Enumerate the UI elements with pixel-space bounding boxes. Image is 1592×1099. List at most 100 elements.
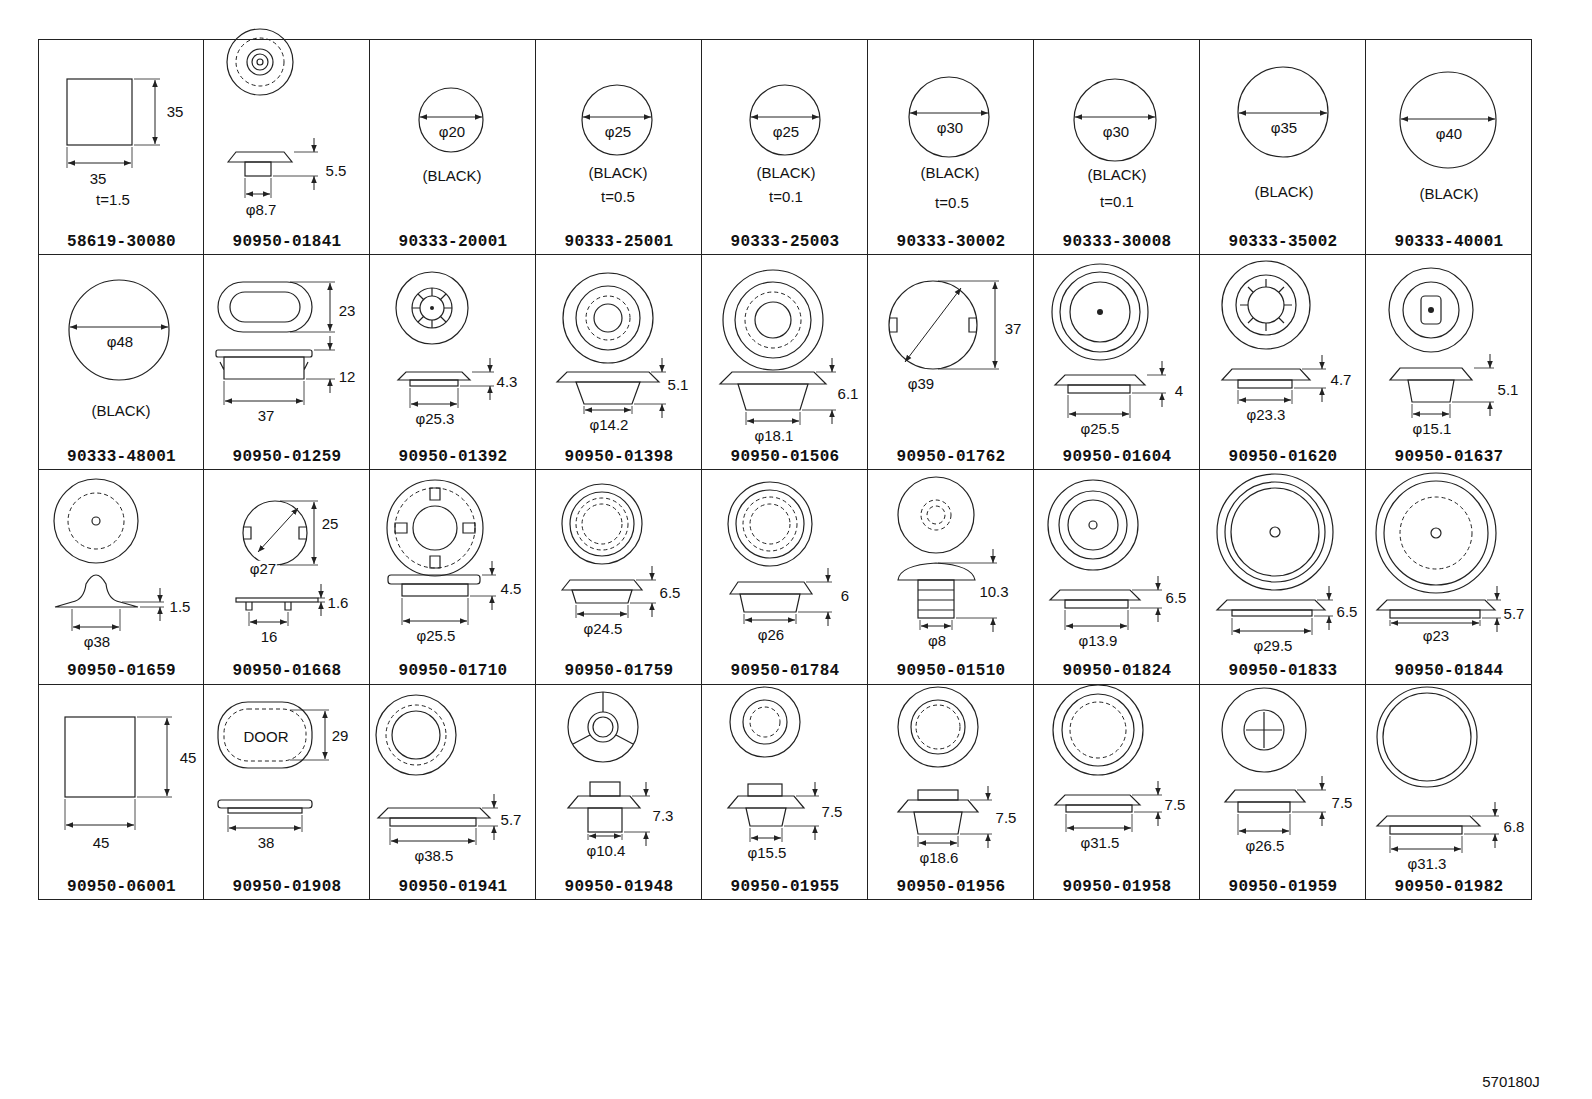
part-number: 90950-01956 <box>896 879 1007 897</box>
grommet-drawing-part <box>236 38 284 86</box>
table-cell: 5.7φ2390950-01844 <box>1365 469 1532 685</box>
push-plug-drawing-part <box>898 563 975 580</box>
grommet-drawing-part <box>403 621 467 622</box>
dimension-label: φ13.9 <box>1078 633 1119 650</box>
dimension-label: 38 <box>257 835 276 852</box>
oval-grommet-drawing-part <box>330 283 331 331</box>
grommet-drawing-part <box>1158 781 1159 795</box>
table-cell: 4.7φ23.390950-01620 <box>1199 254 1366 470</box>
dimension-label: 6.5 <box>659 585 682 602</box>
grommet-drawing-part <box>386 705 446 765</box>
clip-plug-drawing-part <box>905 288 961 362</box>
grommet-drawing-part <box>832 410 833 424</box>
grommet-drawing-part <box>390 808 498 845</box>
push-plug-drawing-part <box>898 477 974 553</box>
grommet-drawing <box>1053 685 1162 832</box>
dimension-label: 4.7 <box>1330 372 1353 389</box>
part-number: 90333-40001 <box>1394 234 1505 252</box>
oval-grommet-drawing-part <box>224 350 335 405</box>
table-cell: 7.5φ18.690950-01956 <box>867 684 1034 900</box>
dimension-label: (BLACK) <box>919 165 980 182</box>
push-plug-drawing-part <box>921 626 951 627</box>
table-cell: 7.5φ15.590950-01955 <box>701 684 868 900</box>
grommet-drawing-part <box>918 800 992 847</box>
grommet-drawing-part <box>492 596 493 610</box>
grommet-drawing-part <box>1158 812 1159 826</box>
dimension-label: 4 <box>1174 383 1184 400</box>
grommet-drawing-part <box>1069 414 1129 415</box>
grommet-drawing-part <box>1222 261 1310 349</box>
grommet-drawing-part <box>257 59 263 65</box>
grommet-drawing-part <box>563 273 653 363</box>
grommet-drawing-part <box>828 612 829 626</box>
part-number: 90950-01784 <box>730 663 841 681</box>
grommet-drawing <box>1052 264 1166 418</box>
grommet-drawing-part <box>1384 481 1488 585</box>
grommet-drawing <box>1222 261 1326 404</box>
grommet-drawing-part <box>1270 527 1280 537</box>
clip-plug-drawing-part <box>995 282 996 368</box>
grommet-drawing-part <box>743 497 797 551</box>
dimension-label: φ14.2 <box>589 417 630 434</box>
grommet-drawing-part <box>1413 414 1449 415</box>
dimension-label: φ8 <box>927 633 947 650</box>
grommet-drawing <box>898 687 992 848</box>
grommet-drawing-part <box>1377 600 1495 610</box>
dimension-label: 29 <box>331 728 350 745</box>
grommet-drawing-part <box>1225 790 1305 802</box>
grommet-drawing-part <box>1070 282 1130 342</box>
grommet-drawing-part <box>1068 375 1166 418</box>
grommet-drawing-part <box>1490 402 1491 416</box>
grommet-drawing-part <box>1225 482 1325 582</box>
grommet-drawing-part <box>245 152 318 198</box>
grommet-drawing-part <box>1097 309 1103 315</box>
table-cell: 454590950-06001 <box>38 684 204 900</box>
grommet-drawing-part <box>652 566 653 580</box>
grommet-drawing-part <box>1062 694 1134 766</box>
grommet-drawing-part <box>1048 480 1138 570</box>
grommet-drawing-part <box>898 800 978 812</box>
grommet-drawing <box>1217 474 1333 635</box>
part-number: 90950-01398 <box>564 449 675 467</box>
dimension-label: 35 <box>89 171 108 188</box>
grommet-drawing-part <box>898 687 978 767</box>
grommet-drawing-part <box>743 700 787 744</box>
dimension-label: φ25.5 <box>1080 421 1121 438</box>
clip-plug-drawing-part <box>321 602 322 616</box>
grommet-drawing-part <box>494 826 495 840</box>
table-cell: 4 φ25.5 90950-01604 <box>1033 254 1200 470</box>
part-number: 90950-01668 <box>232 663 343 681</box>
clip-plug-drawing <box>889 281 999 369</box>
grommet-drawing-part <box>1231 488 1319 576</box>
grommet-drawing-part <box>1162 361 1163 375</box>
dimension-label: φ25 <box>604 124 632 141</box>
grommet-drawing-part <box>572 590 632 603</box>
seal-disc-drawing-part <box>70 327 168 328</box>
dimension-label: φ24.5 <box>583 621 624 638</box>
part-number: 90950-01604 <box>1062 449 1173 467</box>
grommet-drawing-part <box>395 488 475 568</box>
dimension-label: φ10.4 <box>586 843 627 860</box>
table-cell: 6.1φ18.190950-01506 <box>701 254 868 470</box>
grommet-drawing-part <box>570 492 634 556</box>
part-number: 90950-01955 <box>730 879 841 897</box>
grommet-drawing-part <box>1222 369 1310 380</box>
part-number: 90333-25001 <box>564 234 675 252</box>
oval-plug-drawing <box>218 702 329 832</box>
table-cell: 3535t=1.558619-30080 <box>38 39 204 255</box>
square-seal-drawing <box>65 717 172 830</box>
table-cell: φ30(BLACK)t=0.590333-30002 <box>867 39 1034 255</box>
grommet-drawing-part <box>562 580 642 590</box>
grommet-drawing-part <box>750 796 819 842</box>
square-seal-drawing-part <box>65 717 172 830</box>
grommet-drawing-part <box>557 372 659 382</box>
part-number: 90950-01710 <box>398 663 509 681</box>
square-seal-drawing <box>67 79 160 168</box>
grommet-drawing-part <box>746 372 836 425</box>
grommet-drawing-part <box>755 302 791 338</box>
grommet-drawing-part <box>1055 375 1145 385</box>
seal-disc-drawing-part <box>419 88 483 152</box>
grommet-drawing-part <box>730 582 812 594</box>
grommet-drawing-part <box>1232 610 1312 616</box>
